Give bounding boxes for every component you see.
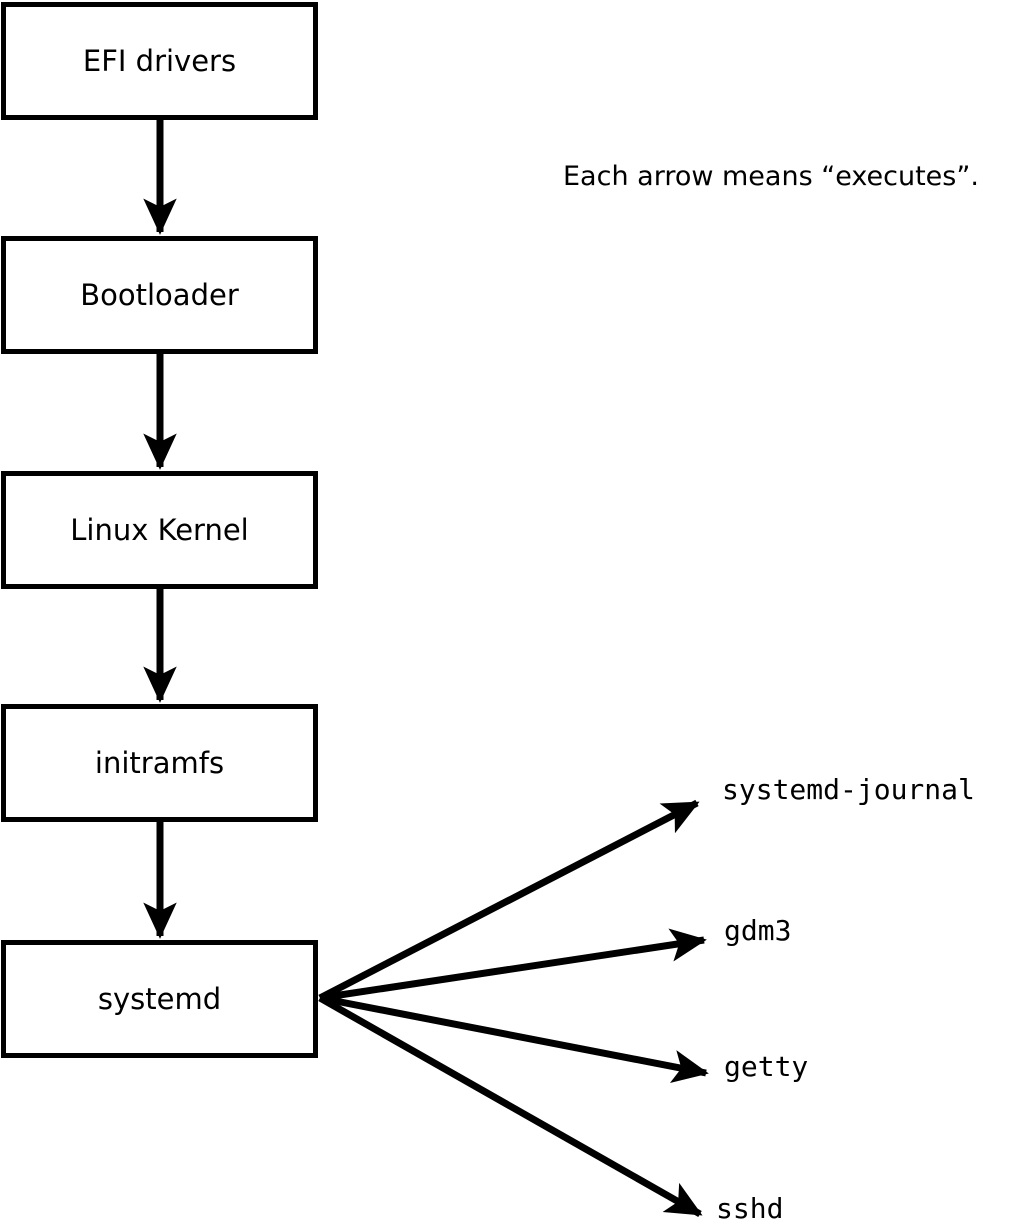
stage-box-linux-kernel: Linux Kernel [1, 471, 318, 589]
stage-label-systemd: systemd [97, 981, 222, 1016]
stage-box-systemd: systemd [1, 940, 318, 1058]
service-label-gdm3: gdm3 [724, 914, 792, 947]
stage-label-initramfs: initramfs [94, 745, 225, 780]
arrow-systemd-to-getty [319, 994, 709, 1084]
systemd-fanout-arrows [318, 799, 709, 1218]
stage-box-efi-drivers: EFI drivers [1, 2, 318, 120]
arrow-systemd-to-sshd [318, 994, 703, 1218]
stage-label-linux-kernel: Linux Kernel [70, 512, 249, 547]
arrow-systemd-to-gdm3 [319, 928, 707, 1002]
stage-label-bootloader: Bootloader [80, 277, 239, 312]
diagram-caption: Each arrow means “executes”. [563, 161, 979, 192]
stage-label-efi-drivers: EFI drivers [82, 43, 237, 78]
service-label-sshd: sshd [716, 1192, 784, 1225]
stage-box-initramfs: initramfs [1, 704, 318, 822]
service-label-getty: getty [724, 1050, 809, 1083]
service-label-systemd-journal: systemd-journal [722, 773, 975, 806]
arrow-systemd-to-systemd-journal [318, 799, 700, 1002]
stage-box-bootloader: Bootloader [1, 236, 318, 354]
